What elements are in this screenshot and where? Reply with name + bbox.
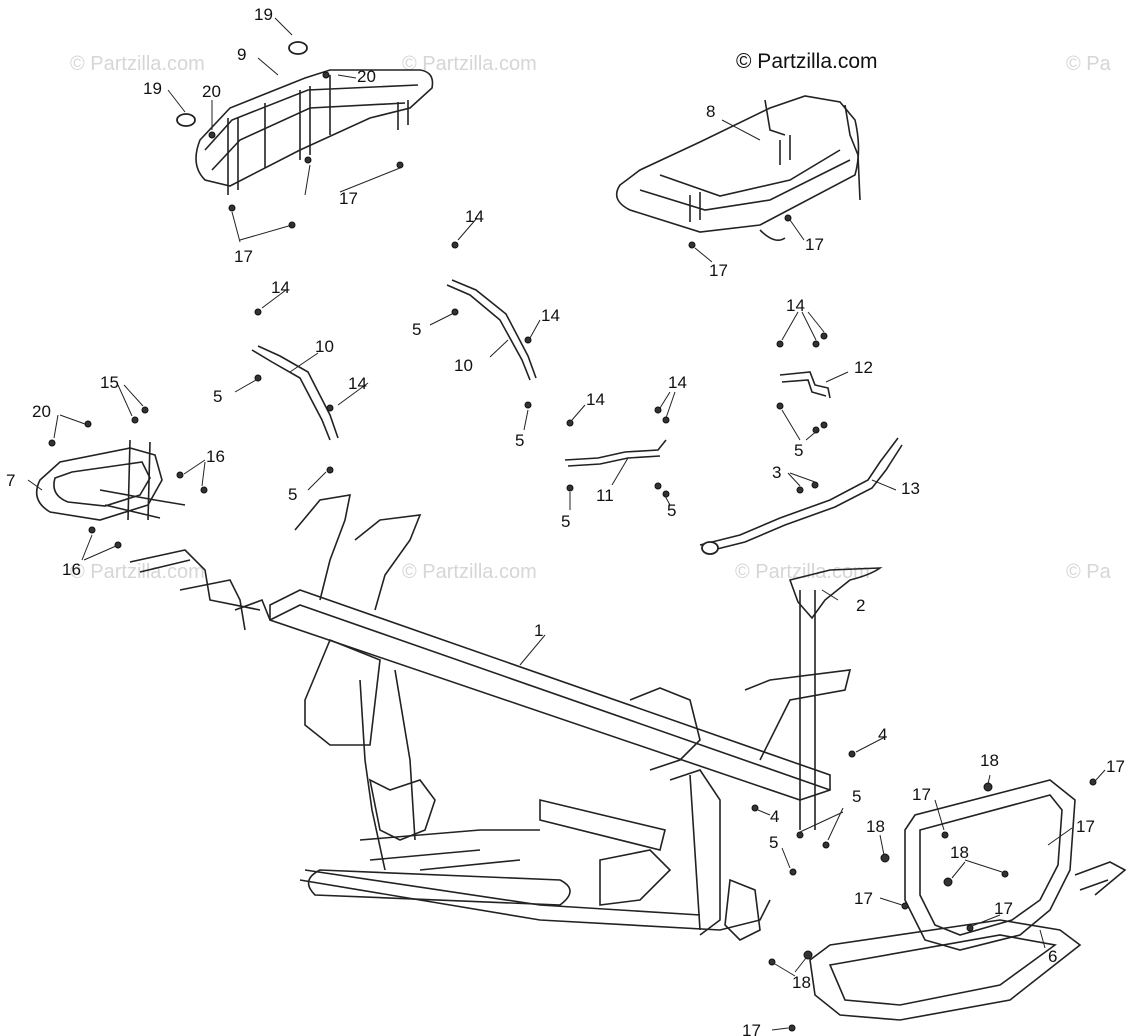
callout-14: 14 <box>271 278 290 297</box>
callout-16: 16 <box>206 447 225 466</box>
callout-14: 14 <box>348 374 367 393</box>
callout-14: 14 <box>541 306 560 325</box>
callout-17: 17 <box>339 189 358 208</box>
callout-17: 17 <box>854 889 873 908</box>
callout-3: 3 <box>772 463 781 482</box>
callout-13: 13 <box>901 479 920 498</box>
callout-20: 20 <box>32 402 51 421</box>
callout-16: 16 <box>62 560 81 579</box>
callout-5: 5 <box>769 833 778 852</box>
callout-18: 18 <box>980 751 999 770</box>
callout-10: 10 <box>315 337 334 356</box>
callout-17: 17 <box>1106 757 1125 776</box>
callout-12: 12 <box>854 358 873 377</box>
hardware-icons <box>48 71 1097 1032</box>
leader-lines <box>27 17 1106 1031</box>
callout-19: 19 <box>143 79 162 98</box>
callout-labels: 1 2 3 4 4 5 5 5 5 5 5 5 5 5 6 7 8 9 10 1… <box>6 5 1125 1036</box>
copyright-notice: © Partzilla.com <box>736 50 878 73</box>
watermark: © Partzilla.com <box>735 561 870 583</box>
watermark: © Partzilla.com <box>402 53 537 75</box>
rear-rack-drawing <box>176 41 434 195</box>
callout-7: 7 <box>6 471 15 490</box>
main-frame-drawing <box>129 494 852 941</box>
callout-5: 5 <box>288 485 297 504</box>
watermark: © Partzilla.com <box>70 53 205 75</box>
callout-5: 5 <box>852 787 861 806</box>
callout-10: 10 <box>454 356 473 375</box>
bracket-7-drawing <box>35 439 186 521</box>
callout-18: 18 <box>950 843 969 862</box>
front-bumper-drawing <box>809 779 1127 1021</box>
callout-5: 5 <box>794 441 803 460</box>
watermark-partial: © Pa <box>1066 561 1112 583</box>
watermark: © Partzilla.com <box>70 561 205 583</box>
callout-5: 5 <box>515 431 524 450</box>
callout-14: 14 <box>586 390 605 409</box>
watermarks: © Partzilla.com © Partzilla.com © Pa © P… <box>70 53 1112 583</box>
front-rack-drawing <box>615 95 861 241</box>
callout-4: 4 <box>770 807 779 826</box>
brace-drawings <box>251 279 903 620</box>
callout-5: 5 <box>561 512 570 531</box>
callout-2: 2 <box>856 596 865 615</box>
callout-17: 17 <box>805 235 824 254</box>
callout-19: 19 <box>254 5 273 24</box>
callout-14: 14 <box>786 296 805 315</box>
callout-17: 17 <box>1076 817 1095 836</box>
callout-9: 9 <box>237 45 246 64</box>
callout-15: 15 <box>100 373 119 392</box>
callout-18: 18 <box>792 973 811 992</box>
callout-8: 8 <box>706 102 715 121</box>
callout-11: 11 <box>596 486 614 505</box>
callout-17: 17 <box>234 247 253 266</box>
callout-4: 4 <box>878 725 887 744</box>
watermark-partial: © Pa <box>1066 53 1112 75</box>
callout-17: 17 <box>994 899 1013 918</box>
callout-14: 14 <box>668 373 687 392</box>
callout-18: 18 <box>866 817 885 836</box>
callout-6: 6 <box>1048 947 1057 966</box>
callout-5: 5 <box>667 501 676 520</box>
callout-20: 20 <box>357 67 376 86</box>
watermark: © Partzilla.com <box>402 561 537 583</box>
callout-17: 17 <box>742 1021 761 1036</box>
callout-14: 14 <box>465 207 484 226</box>
callout-5: 5 <box>213 387 222 406</box>
callout-17: 17 <box>912 785 931 804</box>
callout-5: 5 <box>412 320 421 339</box>
callout-1: 1 <box>534 621 543 640</box>
callout-17: 17 <box>709 261 728 280</box>
callout-20: 20 <box>202 82 221 101</box>
